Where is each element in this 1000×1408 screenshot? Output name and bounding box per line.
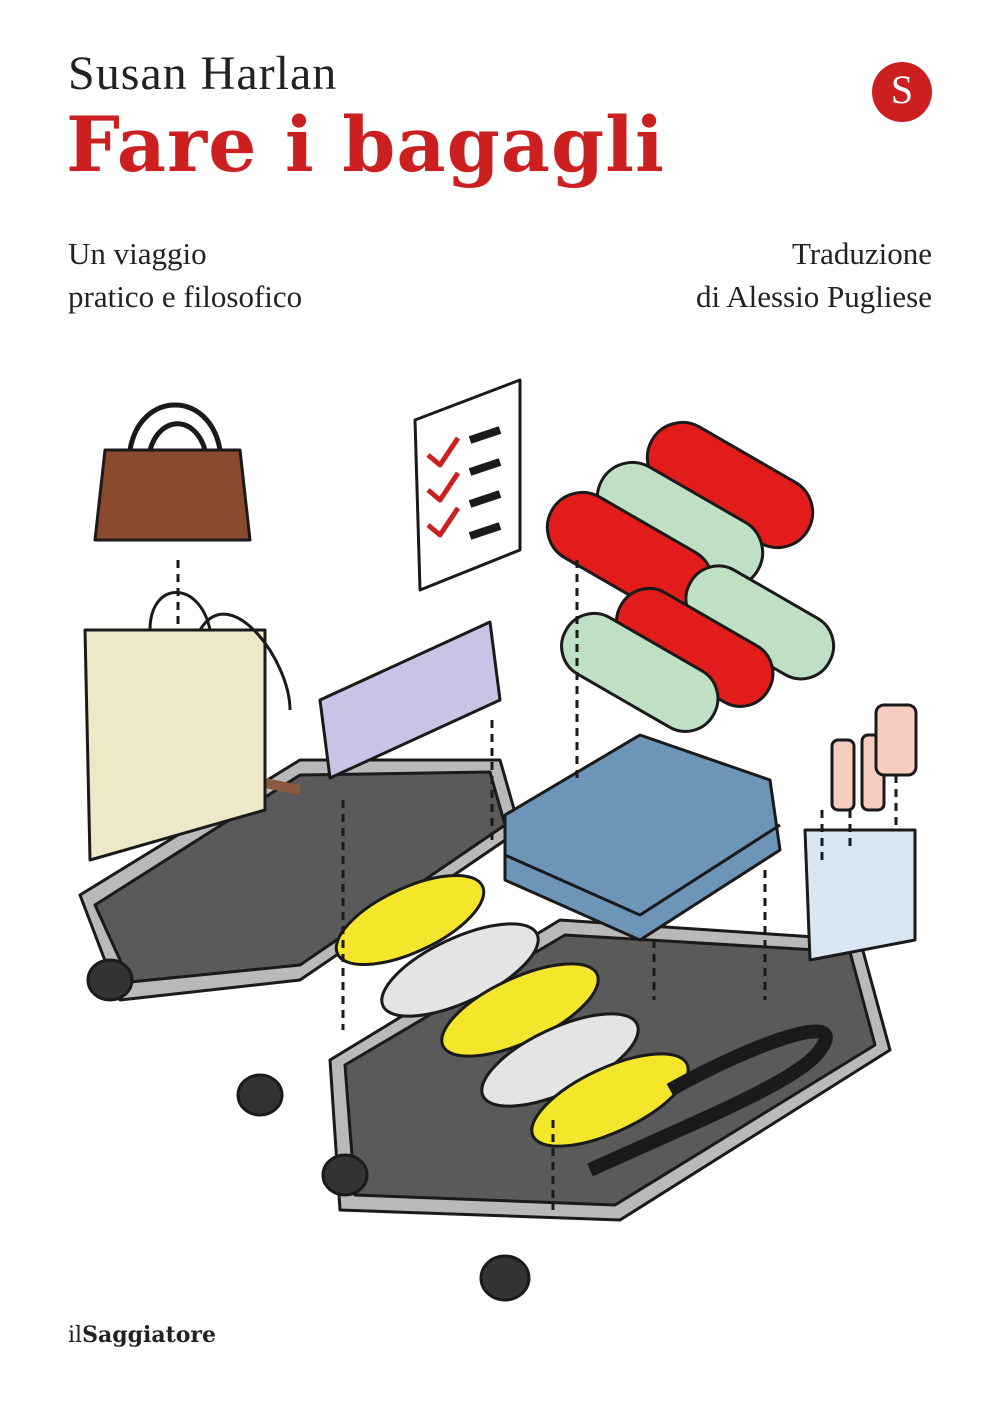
handbag-icon [93,402,252,542]
translation-line-1: Traduzione [791,236,932,271]
sneakers-icon [334,873,690,1148]
publisher-brand: Saggiatore [82,1322,217,1348]
subtitle-line-1: Un viaggio [68,236,207,271]
belt-icon [587,1024,833,1177]
bottles-icon [830,703,918,812]
rolled-shirts-icon [545,421,836,733]
guide-lines [341,560,898,1210]
subtitle-line-2: pratico e filosofico [68,279,303,314]
translation-credit: Traduzione di Alessio Pugliese [696,232,932,318]
checklist-icon [413,378,522,592]
logo-glyph: S [890,67,914,112]
publisher-logo-icon: S [872,62,932,122]
author-name: Susan Harlan [68,47,338,100]
tote-bag-icon [83,591,292,862]
jeans-icon [503,733,782,942]
subtitle: Un viaggio pratico e filosofico [68,232,302,318]
zip-bag-icon [803,828,917,962]
publisher-name: ilSaggiatore [68,1322,216,1348]
translation-line-2: di Alessio Pugliese [696,279,932,314]
cover-illustration [78,378,918,1302]
publisher-prefix: il [68,1323,83,1348]
scarf-icon [318,620,502,780]
book-title: Fare i bagagli [66,100,665,189]
